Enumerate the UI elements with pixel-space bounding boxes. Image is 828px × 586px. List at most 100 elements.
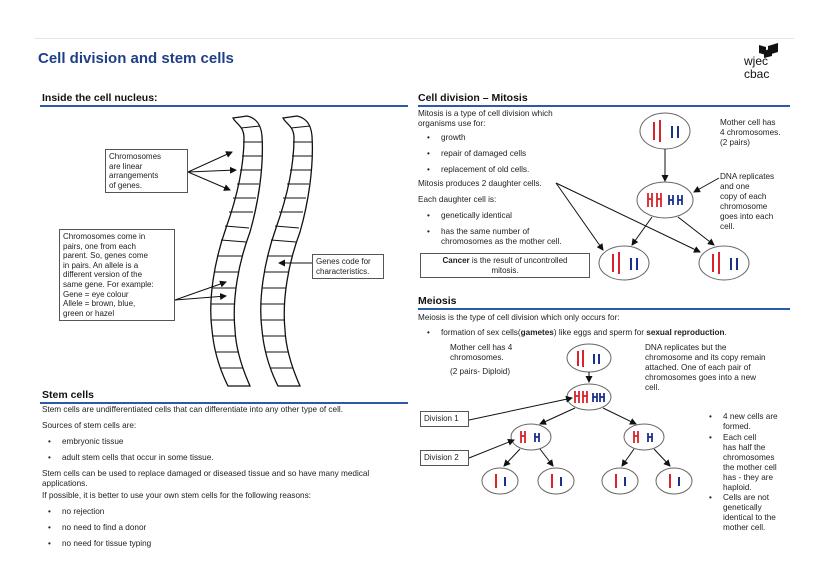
book-icon [759, 43, 778, 58]
mitosis-mother-cell [639, 112, 691, 150]
meiosis-mother-note: Mother cell has 4 chromosomes. [450, 343, 512, 363]
meiosis-facts: • 4 new cells are formed. • Each cell ha… [709, 412, 778, 533]
fact-line: has half the [723, 443, 766, 452]
mitosis-trait-item: •genetically identical [427, 211, 513, 222]
meiosis-fact: • Each cell has half the chromosomes the… [709, 433, 778, 493]
bullet: • [709, 412, 712, 421]
chromosome-left-bands [211, 125, 262, 369]
nucleus-rule [40, 105, 408, 107]
stem-use-line: Stem cells can be used to replace damage… [42, 469, 370, 478]
note-line: chromosomes goes into a new [645, 373, 757, 382]
meiosis-mother-cell [566, 343, 612, 373]
meiosis-gametes [481, 467, 693, 495]
cancer-rest: is the result of uncontrolled [469, 256, 568, 265]
division-1-label: Division 1 [420, 411, 469, 427]
stem-source-item: •embryonic tissue [48, 437, 123, 448]
meiosis-intro: Meiosis is the type of cell division whi… [418, 313, 620, 322]
stem-sources-label: Sources of stem cells are: [42, 421, 137, 430]
chromosome-right [260, 115, 314, 387]
cancer-box: Cancer is the result of uncontrolled mit… [420, 253, 590, 279]
stem-reason-item: •no rejection [48, 507, 104, 518]
note-line: Mother cell has 4 [450, 343, 513, 352]
bullet: • [427, 149, 430, 158]
chromosomes-box-line: arrangements [109, 171, 159, 181]
stem-source-text: adult stem cells that occur in some tiss… [62, 453, 214, 462]
bullet: • [427, 227, 430, 236]
meiosis-for-text: ) like eggs and sperm for [553, 328, 647, 337]
alleles-box-line: same gene. For example: [63, 279, 154, 289]
cancer-line: mitosis. [491, 265, 519, 275]
stem-own-label: If possible, it is better to use your ow… [42, 491, 311, 500]
fact-line: has - they are [723, 473, 774, 482]
fact-line: the mother cell [723, 463, 777, 472]
chromosomes-box: Chromosomes are linear arrangements of g… [105, 149, 188, 194]
alleles-box-line: parent. So, genes come [63, 251, 148, 261]
meiosis-division1-cell-left [510, 423, 552, 451]
mitosis-each: Each daughter cell is: [418, 195, 497, 204]
alleles-box-line: Gene = eye colour [63, 289, 129, 299]
stem-heading: Stem cells [42, 389, 94, 401]
note-line: attached. One of each pair of [645, 363, 751, 372]
note-line: chromosome and its copy remain [645, 353, 766, 362]
meiosis-fact: • 4 new cells are formed. [709, 412, 778, 432]
meiosis-arrows [468, 372, 671, 467]
stem-source-item: • adult stem cells that occur in some tis… [48, 453, 214, 464]
bullet: • [709, 433, 712, 442]
mitosis-daughter-cell-right [698, 245, 750, 281]
logo-text-wjec: wjec [744, 54, 769, 68]
note-line: 4 chromosomes. [720, 128, 781, 137]
meiosis-division1-cell-right [623, 423, 665, 451]
mitosis-rule [418, 105, 790, 107]
fact-line: haploid. [723, 483, 752, 492]
bullet: • [709, 493, 712, 502]
mitosis-replicating-cell [636, 181, 694, 219]
top-divider [34, 38, 794, 39]
fact-line: 4 new cells are [723, 412, 778, 421]
page-title: Cell division and stem cells [38, 50, 234, 67]
stem-reason-item: • no need to find a donor [48, 523, 147, 534]
meiosis-dna-note: DNA replicates but the chromosome and it… [645, 343, 766, 393]
mitosis-trait-text: has the same number of [441, 227, 530, 236]
meiosis-fact: • Cells are not genetically identical to… [709, 493, 778, 533]
fact-line: chromosomes [723, 453, 775, 462]
chromosomes-box-line: are linear [109, 161, 143, 171]
bullet: • [48, 453, 51, 462]
alleles-box-line: in pairs. An allele is a [63, 260, 139, 270]
mitosis-intro: organisms use for: [418, 119, 486, 128]
mitosis-produces: Mitosis produces 2 daughter cells. [418, 179, 542, 188]
note-line: DNA replicates [720, 172, 775, 181]
mitosis-use-text: growth [441, 133, 466, 142]
mitosis-intro: Mitosis is a type of cell division which [418, 109, 553, 118]
note-line: (2 pairs) [720, 138, 751, 147]
bullet: • [48, 437, 51, 446]
stem-intro: Stem cells are undifferentiated cells th… [42, 405, 343, 414]
genes-box-line: Genes code for [316, 257, 371, 266]
mitosis-arrows [555, 149, 720, 253]
mitosis-use-item: •replacement of old cells. [427, 165, 530, 176]
stem-reason-text: no need to find a donor [62, 523, 147, 532]
meiosis-diploid: (2 pairs- Diploid) [450, 367, 511, 376]
note-line: cell. [645, 383, 660, 392]
genes-box-line: characteristics. [316, 266, 370, 276]
chromosomes-box-line: Chromosomes [109, 152, 162, 161]
mitosis-trait-line: chromosomes as the mother cell. [441, 237, 562, 246]
note-line: chromosome [720, 202, 768, 211]
meiosis-replicating-cell [566, 383, 612, 411]
mitosis-trait-text: genetically identical [441, 211, 513, 220]
bullet: • [48, 507, 51, 516]
fact-line: formed. [723, 422, 751, 431]
bullet: • [427, 328, 430, 337]
logo-text-cbac: cbac [744, 67, 770, 81]
wjec-cbac-logo: wjec cbac [742, 42, 786, 84]
bullet: • [48, 523, 51, 532]
note-line: cell. [720, 222, 735, 231]
note-line: chromosomes. [450, 353, 504, 362]
note-line: and one [720, 182, 750, 191]
meiosis-rule [418, 308, 790, 310]
mitosis-use-item: •growth [427, 133, 466, 144]
chromosome-left [210, 115, 264, 387]
genes-box: Genes code for characteristics. [312, 254, 384, 280]
mitosis-daughter-cell-left [598, 245, 650, 281]
mitosis-mother-note: Mother cell has 4 chromosomes. (2 pairs) [720, 118, 781, 148]
mitosis-use-text: replacement of old cells. [441, 165, 530, 174]
